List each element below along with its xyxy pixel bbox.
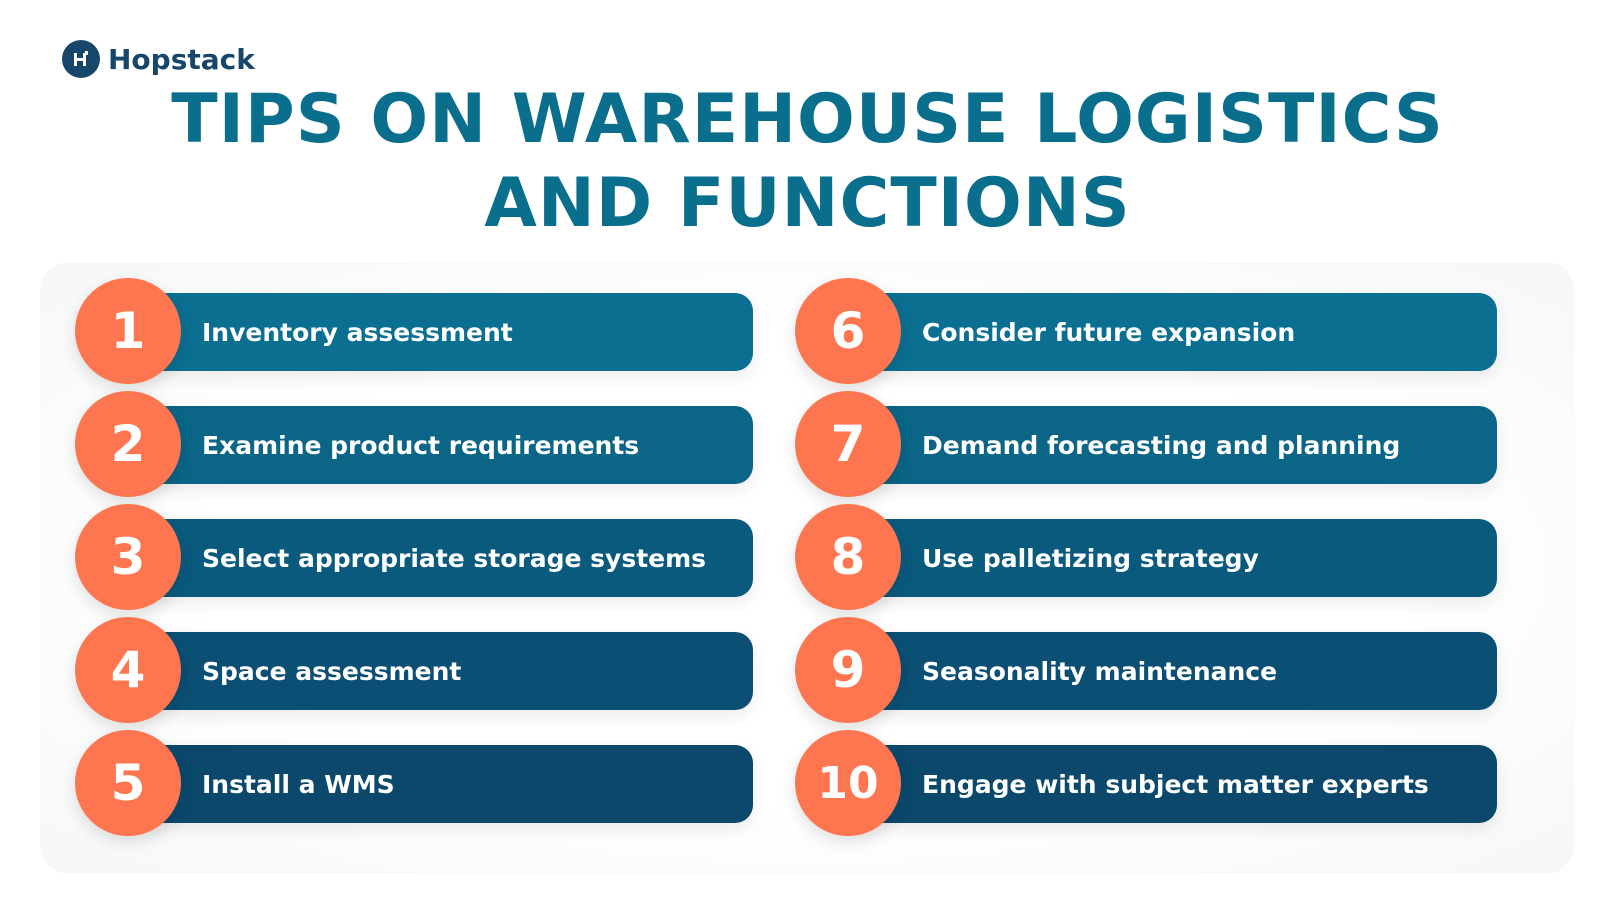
- tip-item-10: 10 Engage with subject matter experts: [795, 730, 1500, 836]
- tip-number-badge: 4: [75, 617, 181, 723]
- tip-item-1: 1 Inventory assessment: [75, 278, 755, 384]
- tip-bar: [845, 406, 1497, 484]
- tip-label: Seasonality maintenance: [922, 656, 1278, 686]
- tip-bar: [125, 632, 753, 710]
- tip-number-badge: 2: [75, 391, 181, 497]
- tip-bar: [845, 293, 1497, 371]
- hopstack-logo-icon: [62, 40, 100, 78]
- tip-bar: [845, 632, 1497, 710]
- brand-logo: Hopstack: [62, 40, 255, 78]
- tip-number-badge: 3: [75, 504, 181, 610]
- page-title-line-2: AND FUNCTIONS: [484, 164, 1131, 243]
- tip-number-badge: 7: [795, 391, 901, 497]
- tip-item-7: 7 Demand forecasting and planning: [795, 391, 1500, 497]
- tip-label: Demand forecasting and planning: [922, 430, 1401, 460]
- tip-item-8: 8 Use palletizing strategy: [795, 504, 1500, 610]
- tip-label: Space assessment: [202, 656, 462, 686]
- tip-item-4: 4 Space assessment: [75, 617, 755, 723]
- tip-number-badge: 10: [795, 730, 901, 836]
- tip-label: Consider future expansion: [922, 317, 1296, 347]
- page-title-line-1: TIPS ON WAREHOUSE LOGISTICS: [171, 80, 1444, 159]
- tip-number-badge: 8: [795, 504, 901, 610]
- tip-item-9: 9 Seasonality maintenance: [795, 617, 1500, 723]
- tip-label: Engage with subject matter experts: [922, 769, 1429, 799]
- tip-label: Examine product requirements: [202, 430, 640, 460]
- tip-label: Select appropriate storage systems: [202, 543, 707, 573]
- tip-bar: [845, 519, 1497, 597]
- tip-label: Install a WMS: [202, 769, 395, 799]
- tip-label: Inventory assessment: [202, 317, 513, 347]
- brand-name: Hopstack: [108, 42, 255, 76]
- tip-item-6: 6 Consider future expansion: [795, 278, 1500, 384]
- tip-bar: [845, 745, 1497, 823]
- tip-bar: [125, 293, 753, 371]
- tip-bar: [125, 519, 753, 597]
- tip-item-2: 2 Examine product requirements: [75, 391, 755, 497]
- tip-bar: [125, 406, 753, 484]
- page-title: TIPS ON WAREHOUSE LOGISTICS AND FUNCTION…: [0, 78, 1615, 246]
- tip-label: Use palletizing strategy: [922, 543, 1259, 573]
- tip-number-badge: 9: [795, 617, 901, 723]
- tip-bar: [125, 745, 753, 823]
- tip-item-3: 3 Select appropriate storage systems: [75, 504, 755, 610]
- tip-number-badge: 5: [75, 730, 181, 836]
- tip-number-badge: 1: [75, 278, 181, 384]
- tip-item-5: 5 Install a WMS: [75, 730, 755, 836]
- tip-number-badge: 6: [795, 278, 901, 384]
